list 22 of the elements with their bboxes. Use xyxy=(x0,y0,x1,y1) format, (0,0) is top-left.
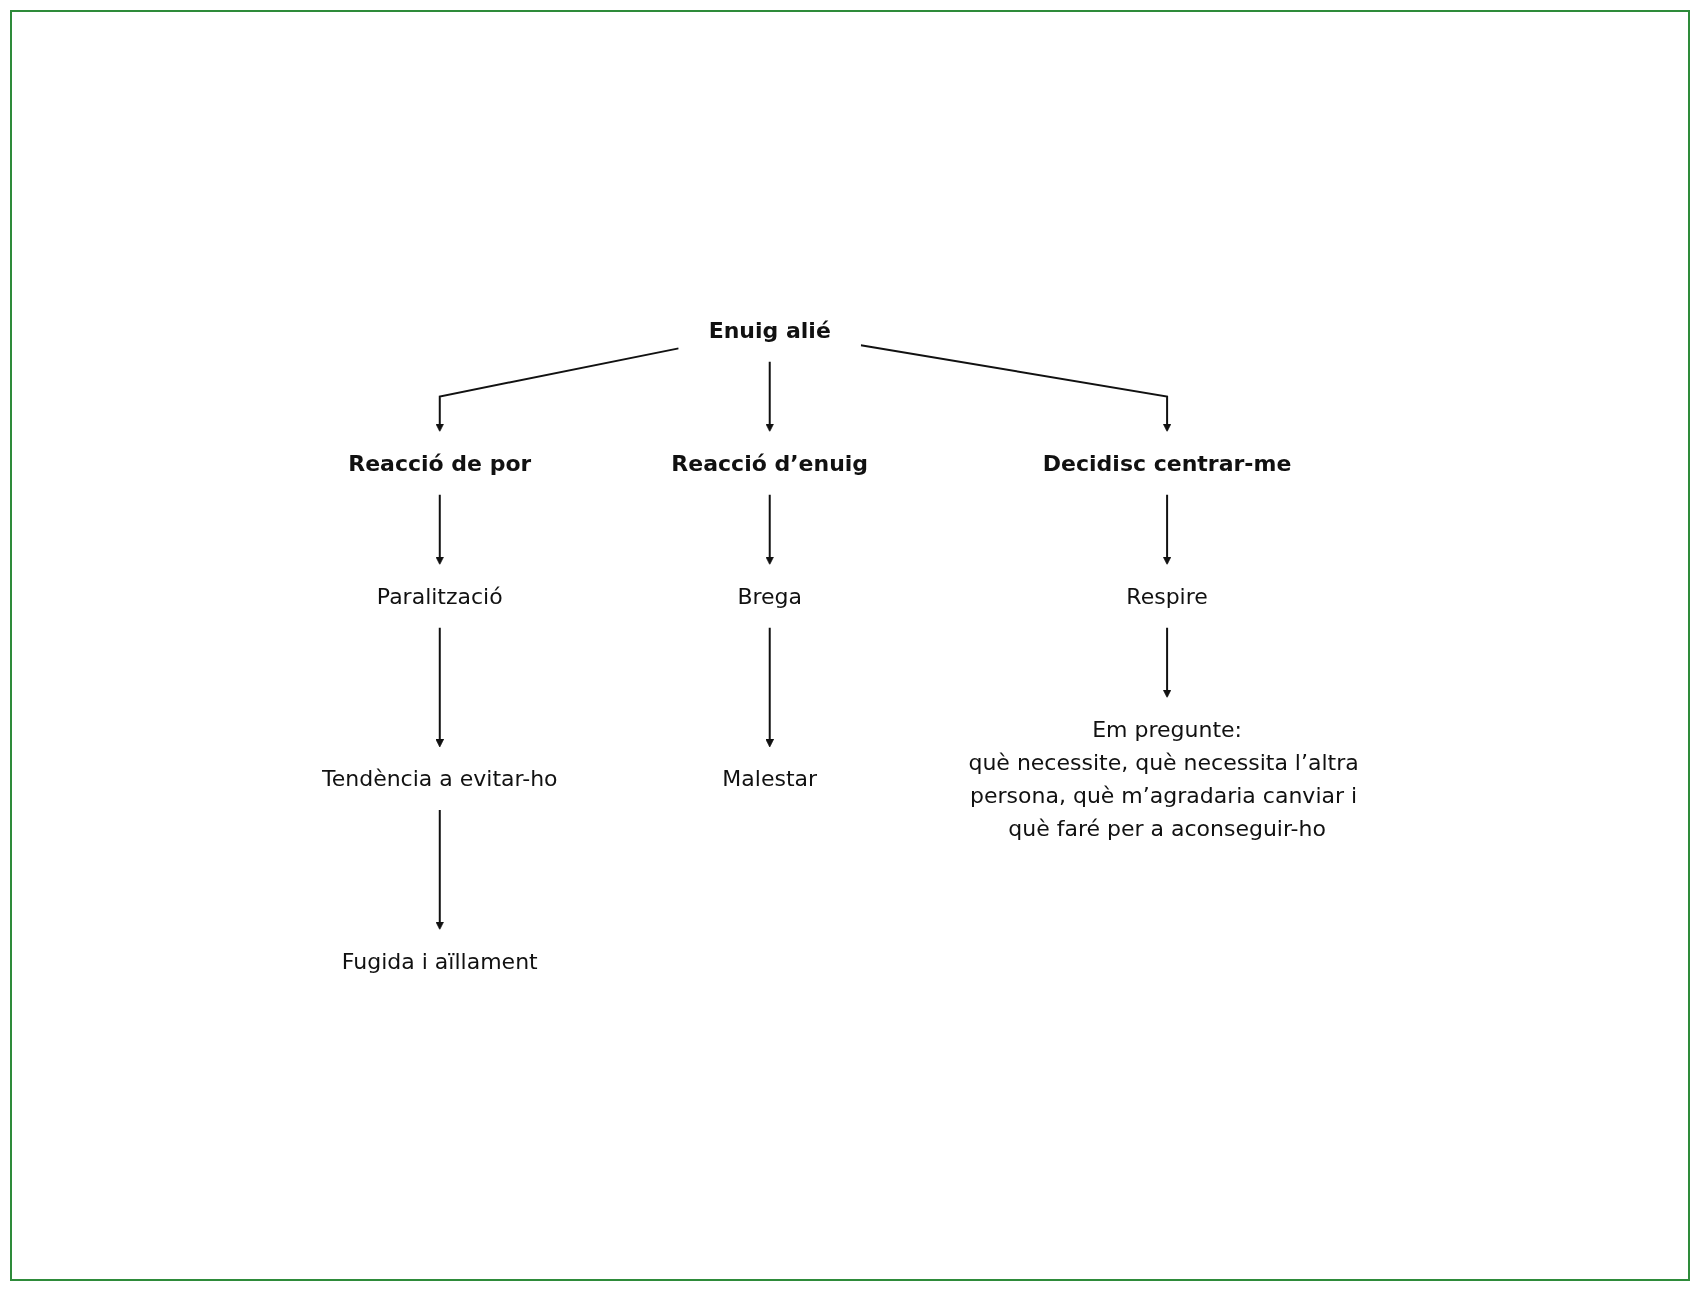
arrow xyxy=(860,344,1172,432)
node-text: Reacció de por xyxy=(348,450,532,476)
node-text: Malestar xyxy=(722,766,818,791)
arrow xyxy=(435,626,445,748)
diagram-frame: Enuig alié Reacció de por Reacció d’enuig Decidisc centrar-me Paralització Tendència a evitar-ho Fugida i aïllament Brega Malestar Respire Em pregunte: què necessite, què necessita l’altra persona, què m’agradaria canviar i què faré per a aconseguir-ho xyxy=(10,10,1690,1281)
node-text: Decidisc centrar-me xyxy=(1043,450,1292,476)
node-text: Brega xyxy=(737,583,803,609)
arrow xyxy=(435,809,445,930)
arrow xyxy=(765,626,775,748)
node-text: Paralització xyxy=(377,583,504,609)
arrow xyxy=(1163,493,1172,565)
node-text: Tendència a evitar-ho xyxy=(322,766,558,791)
arrow xyxy=(435,347,681,432)
arrow xyxy=(435,493,445,565)
arrow xyxy=(765,493,775,565)
node-text: Reacció d’enuig xyxy=(671,450,869,476)
node-text: Em pregunte: què necessite, què necessita l’altra persona, què m’agradaria canviar i què faré per a aconseguir-ho xyxy=(968,716,1360,841)
arrow xyxy=(765,360,775,432)
node-text: Fugida i aïllament xyxy=(342,948,539,974)
arrow xyxy=(1163,626,1172,698)
node-text: Respire xyxy=(1126,583,1209,609)
node-text: Enuig alié xyxy=(709,317,832,343)
